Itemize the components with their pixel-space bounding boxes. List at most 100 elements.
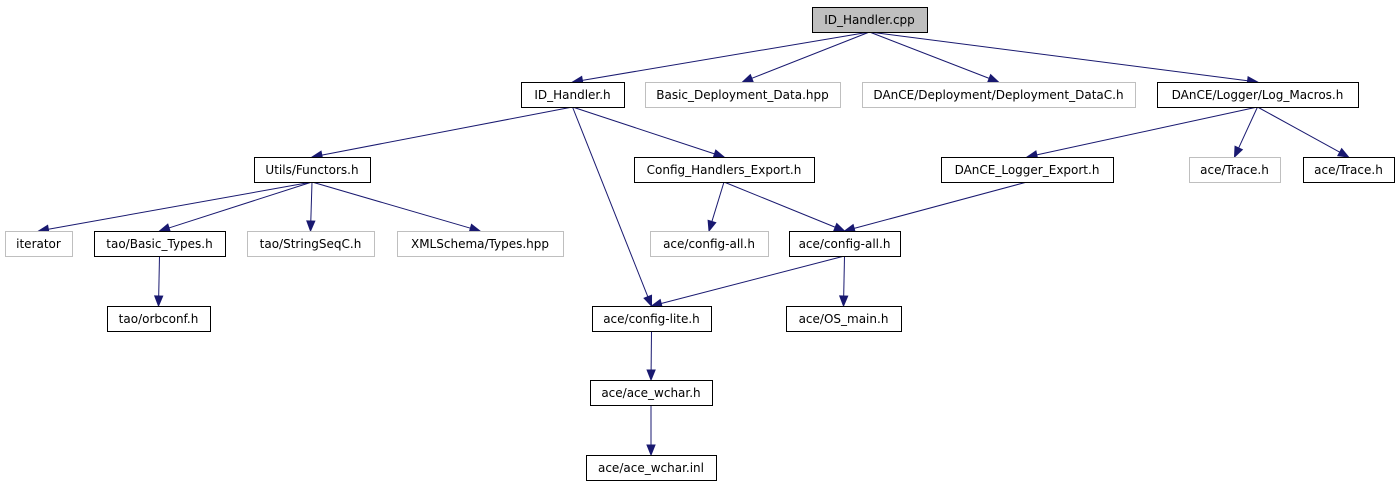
- node-box: [786, 306, 902, 332]
- edge-arrowhead: [646, 444, 656, 457]
- node-label: tao/Basic_Types.h: [106, 237, 212, 251]
- node-log-macros[interactable]: DAnCE/Logger/Log_Macros.h: [1157, 82, 1359, 108]
- edge-log_macros-to-dance_logger_export: [1025, 106, 1258, 160]
- node-iterator[interactable]: iterator: [5, 231, 73, 257]
- edge-line: [48, 181, 313, 230]
- edge-log_macros-to-ace_trace_ext: [1233, 106, 1258, 159]
- node-label: DAnCE/Logger/Log_Macros.h: [1172, 88, 1344, 102]
- node-label: iterator: [16, 237, 61, 251]
- node-box: [1157, 82, 1359, 108]
- node-box: [94, 231, 226, 257]
- edge-line: [661, 255, 845, 304]
- node-ace-os-main[interactable]: ace/OS_main.h: [786, 306, 902, 332]
- edge-line: [311, 181, 471, 229]
- node-dance-logger-export[interactable]: DAnCE_Logger_Export.h: [941, 157, 1114, 183]
- edge-arrowhead: [1233, 145, 1244, 159]
- node-label: ID_Handler.h: [534, 88, 610, 102]
- edge-arrowhead: [468, 223, 482, 233]
- node-label: Basic_Deployment_Data.hpp: [656, 88, 828, 102]
- edge-line: [310, 181, 313, 222]
- edge-arrowhead: [158, 223, 171, 233]
- node-box: [650, 231, 769, 257]
- node-label: ace/config-all.h: [663, 237, 755, 251]
- edge-id_handler_cpp-to-log_macros: [869, 31, 1259, 86]
- node-label: ace/config-all.h: [799, 237, 891, 251]
- node-box: [5, 231, 73, 257]
- edge-line: [582, 31, 870, 81]
- edge-arrowhead: [643, 294, 653, 308]
- node-box: [862, 82, 1136, 108]
- edge-line: [1238, 106, 1258, 149]
- node-basic-deployment-data[interactable]: Basic_Deployment_Data.hpp: [645, 82, 841, 108]
- node-xmlschema-types[interactable]: XMLSchema/Types.hpp: [397, 231, 564, 257]
- edge-dance_logger_export-to-ace_config_all: [843, 181, 1028, 233]
- node-id-handler-cpp[interactable]: ID_Handler.cpp: [812, 7, 928, 33]
- node-ace-trace[interactable]: ace/Trace.h: [1303, 157, 1395, 183]
- edge-id_handler_h-to-ace_config_lite: [572, 106, 653, 308]
- node-label: ace/config-lite.h: [603, 312, 700, 326]
- edge-line: [854, 181, 1028, 229]
- edge-line: [168, 181, 313, 229]
- node-ace-wchar-h[interactable]: ace/ace_wchar.h: [590, 380, 713, 406]
- node-tao-stringseqc[interactable]: tao/StringSeqC.h: [247, 231, 375, 257]
- edge-log_macros-to-ace_trace: [1257, 106, 1350, 158]
- node-label: ID_Handler.cpp: [824, 13, 915, 27]
- edge-utils_functors-to-tao_basic_types: [158, 181, 313, 233]
- node-ace-config-lite[interactable]: ace/config-lite.h: [592, 306, 712, 332]
- node-box: [789, 231, 901, 257]
- edge-line: [843, 255, 845, 297]
- edge-line: [572, 106, 715, 155]
- edge-line: [1036, 106, 1258, 156]
- edge-ace_wchar_h-to-ace_wchar_inl: [646, 405, 656, 457]
- edge-line: [723, 181, 836, 228]
- edge-id_handler_cpp-to-basic_deployment_data: [741, 31, 870, 83]
- node-box: [1303, 157, 1395, 183]
- node-label: ace/ace_wchar.h: [601, 386, 700, 400]
- node-ace-config-all-ext[interactable]: ace/config-all.h: [650, 231, 769, 257]
- edge-arrowhead: [986, 73, 1000, 83]
- edge-utils_functors-to-xmlschema_types: [311, 181, 482, 233]
- edge-arrowhead: [707, 219, 717, 233]
- edge-id_handler_cpp-to-deployment_datac: [869, 31, 1000, 83]
- node-label: DAnCE_Logger_Export.h: [955, 163, 1100, 177]
- node-box: [634, 157, 815, 183]
- node-label: ace/Trace.h: [1200, 163, 1269, 177]
- node-box: [247, 231, 375, 257]
- edge-arrowhead: [838, 295, 849, 308]
- edges-layer: [37, 31, 1350, 457]
- node-config-handlers-export[interactable]: Config_Handlers_Export.h: [634, 157, 815, 183]
- node-box: [941, 157, 1114, 183]
- edge-line: [321, 106, 573, 156]
- edge-arrowhead: [306, 220, 316, 233]
- edge-arrowhead: [741, 73, 755, 83]
- node-label: DAnCE/Deployment/Deployment_DataC.h: [873, 88, 1123, 102]
- edge-line: [711, 181, 725, 222]
- node-box: [812, 7, 928, 33]
- edge-utils_functors-to-tao_stringseqc: [306, 181, 316, 233]
- node-id-handler-h[interactable]: ID_Handler.h: [521, 82, 625, 108]
- node-ace-trace-ext[interactable]: ace/Trace.h: [1189, 157, 1281, 183]
- edge-id_handler_h-to-config_handlers_export: [572, 106, 726, 159]
- node-box: [107, 306, 211, 332]
- edge-line: [1257, 106, 1340, 153]
- edge-arrowhead: [153, 295, 164, 308]
- node-tao-basic-types[interactable]: tao/Basic_Types.h: [94, 231, 226, 257]
- node-label: ace/ace_wchar.inl: [598, 461, 704, 475]
- edge-ace_config_all-to-ace_config_lite: [650, 255, 845, 308]
- node-label: ace/OS_main.h: [799, 312, 889, 326]
- edge-arrowhead: [832, 222, 846, 232]
- node-ace-config-all[interactable]: ace/config-all.h: [789, 231, 901, 257]
- node-label: ace/Trace.h: [1314, 163, 1383, 177]
- node-box: [397, 231, 564, 257]
- edge-ace_config_lite-to-ace_wchar_h: [646, 330, 656, 382]
- node-utils-functors[interactable]: Utils/Functors.h: [254, 157, 371, 183]
- edge-config_handlers_export-to-ace_config_all_ext: [707, 181, 725, 233]
- node-label: Config_Handlers_Export.h: [647, 163, 802, 177]
- node-deployment-datac[interactable]: DAnCE/Deployment/Deployment_DataC.h: [862, 82, 1136, 108]
- node-box: [645, 82, 841, 108]
- node-label: tao/StringSeqC.h: [260, 237, 362, 251]
- node-ace-wchar-inl[interactable]: ace/ace_wchar.inl: [586, 455, 717, 481]
- node-tao-orbconf[interactable]: tao/orbconf.h: [107, 306, 211, 332]
